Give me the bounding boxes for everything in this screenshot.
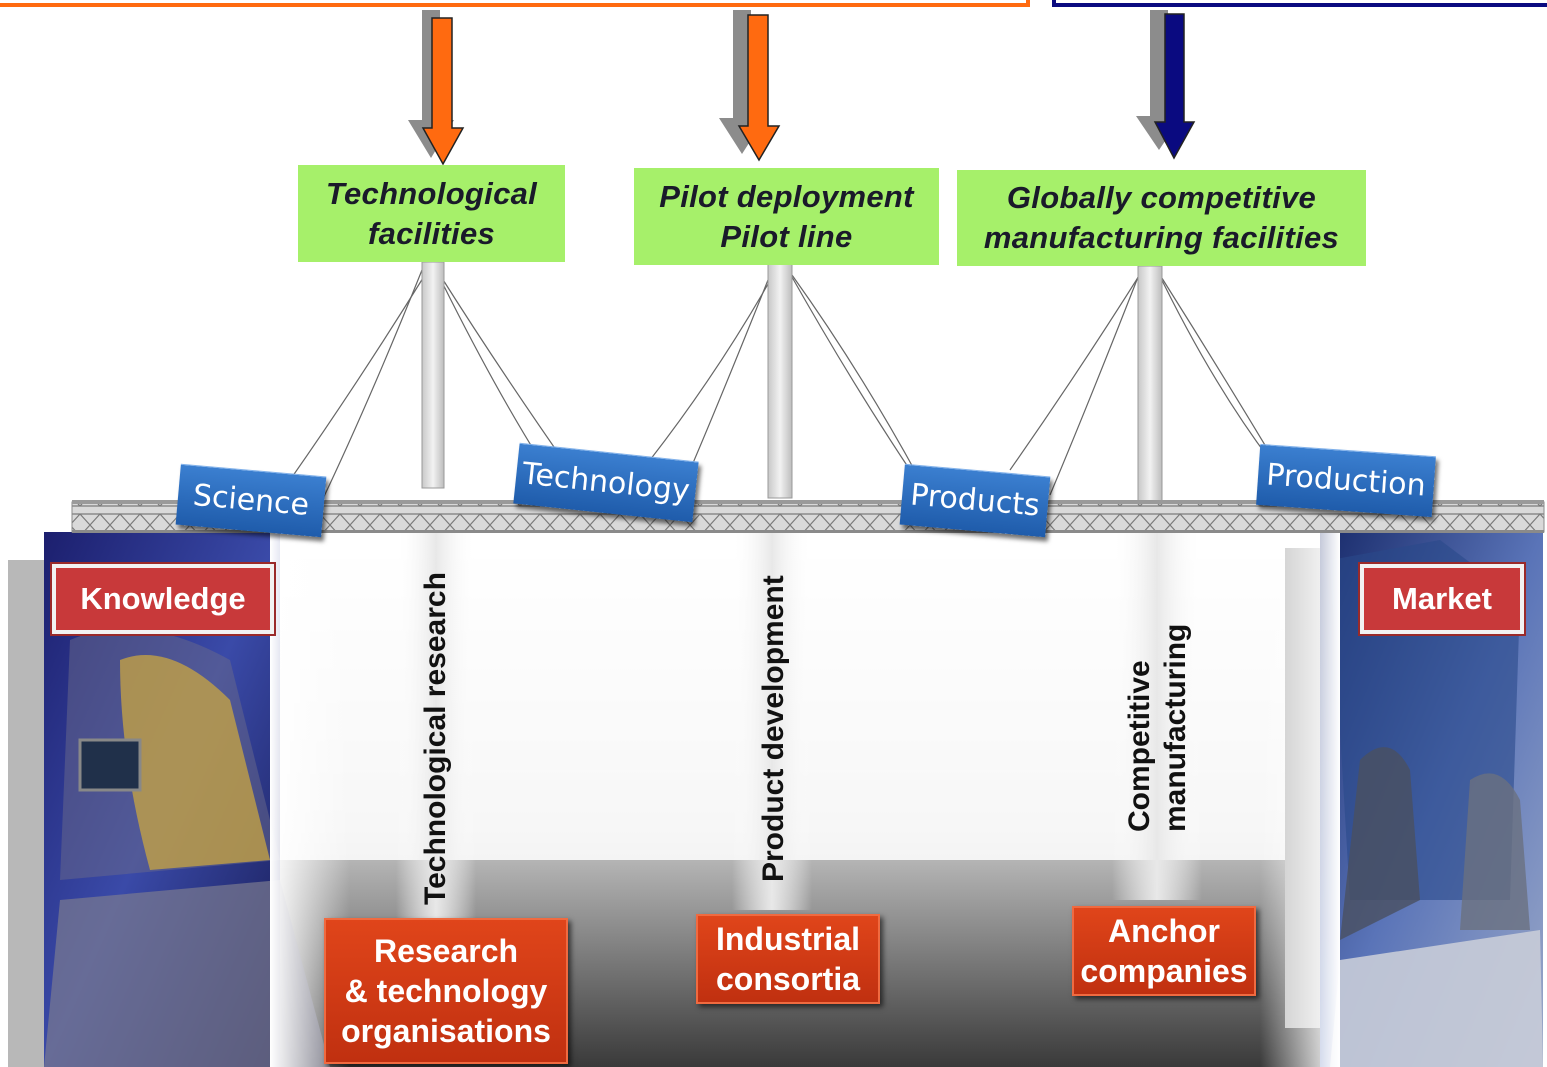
base-consortia-line2: consortia bbox=[715, 961, 861, 997]
tower-2 bbox=[767, 261, 793, 499]
tower-3 bbox=[1137, 265, 1163, 503]
facility-pilot-line1: Pilot deployment bbox=[659, 178, 914, 214]
base-rto-line3: organisations bbox=[341, 1013, 551, 1049]
facility-manufacturing: Globally competitive manufacturing facil… bbox=[957, 170, 1366, 266]
pillar-technological-research bbox=[396, 530, 476, 920]
orange-header-bar bbox=[0, 0, 1030, 7]
pillar-product-development bbox=[732, 530, 812, 910]
gray-left-edge bbox=[8, 560, 48, 1067]
arrow-pilot bbox=[719, 10, 781, 162]
technological-research-text: Technological research bbox=[419, 572, 452, 905]
base-anchor-line2: companies bbox=[1080, 953, 1248, 989]
tower-1 bbox=[421, 261, 445, 489]
base-rto-line1: Research bbox=[373, 933, 519, 969]
facility-pilot: Pilot deployment Pilot line bbox=[634, 168, 939, 265]
competitive-line1: Competitive bbox=[1123, 660, 1156, 832]
market-label: Market bbox=[1358, 562, 1526, 636]
base-rto: Research & technology organisations bbox=[324, 918, 568, 1064]
facility-pilot-line2: Pilot line bbox=[720, 218, 853, 254]
bridge-label-production: Production bbox=[1256, 443, 1436, 518]
arrow-manufacturing bbox=[1136, 10, 1196, 160]
facility-technological: Technological facilities bbox=[298, 165, 565, 262]
base-anchor: Anchor companies bbox=[1072, 906, 1256, 996]
pillar-text-technological-research: Technological research bbox=[418, 572, 454, 905]
navy-header-bar bbox=[1052, 0, 1547, 7]
bridge-label-products: Products bbox=[899, 463, 1051, 538]
product-development-text: Product development bbox=[757, 575, 790, 882]
pillar-text-competitive-manufacturing: Competitive manufacturing bbox=[1122, 624, 1194, 832]
pillar-text-product-development: Product development bbox=[756, 575, 792, 882]
base-consortia-line1: Industrial bbox=[715, 921, 860, 957]
competitive-line2: manufacturing bbox=[1159, 623, 1192, 832]
base-rto-line2: & technology bbox=[344, 973, 548, 1009]
facility-technological-line1: Technological bbox=[325, 175, 538, 211]
knowledge-label: Knowledge bbox=[50, 562, 276, 636]
facility-manufacturing-line2: manufacturing facilities bbox=[983, 220, 1340, 255]
facility-manufacturing-line1: Globally competitive bbox=[1006, 180, 1317, 215]
pillar-competitive-manufacturing bbox=[1112, 530, 1202, 900]
arrow-technological bbox=[408, 10, 465, 166]
base-anchor-line1: Anchor bbox=[1108, 913, 1220, 949]
base-consortia: Industrial consortia bbox=[696, 914, 880, 1004]
facility-technological-line2: facilities bbox=[367, 215, 496, 251]
bridge-label-science: Science bbox=[175, 463, 327, 538]
